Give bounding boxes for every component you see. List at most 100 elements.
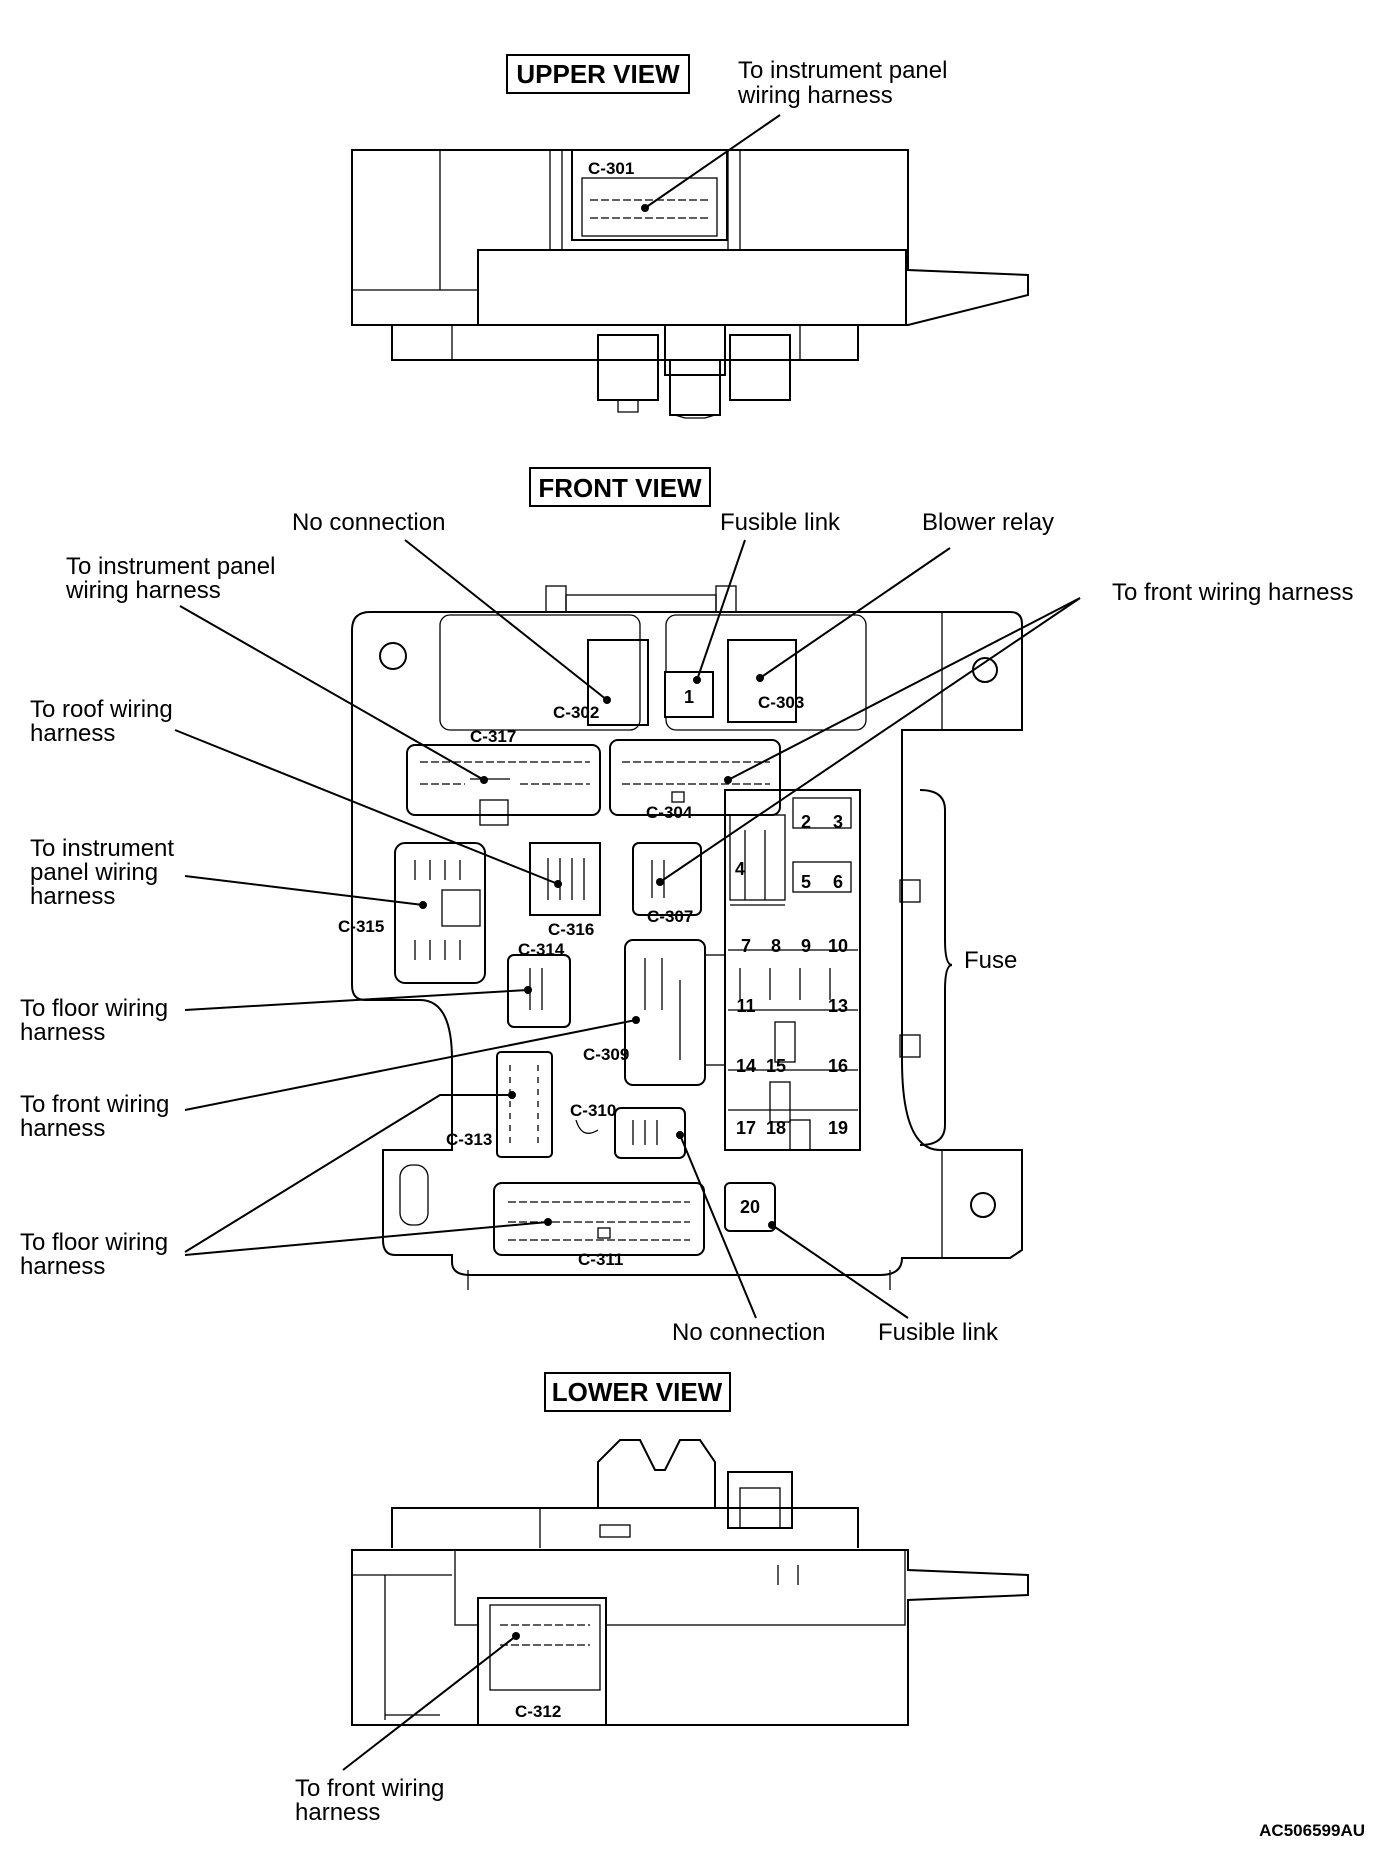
fusible-link-bottom-label: Fusible link: [878, 1319, 999, 1346]
front-harness-left-leader: [184, 1019, 637, 1111]
c316-connector: [529, 842, 601, 916]
fusible-link-top-leader: [696, 539, 746, 681]
ip-harness-mid-label-3: harness: [30, 883, 115, 910]
upper-view-title: UPPER VIEW: [516, 59, 680, 89]
blower-relay-label: Blower relay: [922, 509, 1054, 536]
roof-harness-leader: [174, 729, 559, 885]
fuse-11-label: 11: [736, 996, 755, 1016]
upper-ip-harness-label-1: To instrument panel: [738, 57, 947, 84]
fuse-13-label: 13: [828, 996, 848, 1016]
fuse-3-label: 3: [833, 812, 843, 832]
c301-pins: [590, 199, 710, 219]
lower-view-title-box: [544, 1372, 731, 1412]
roof-harness-label-2: harness: [30, 720, 115, 747]
c312-label: C-312: [515, 1702, 561, 1721]
c311-point: [544, 1218, 552, 1226]
c304-point: [724, 776, 732, 784]
fuse-9-label: 9: [801, 936, 811, 956]
c310-point: [676, 1131, 684, 1139]
lower-view: LOWER VIEW C-312 To front wiring harness: [295, 1372, 1029, 1826]
fusible-link-top-label: Fusible link: [720, 509, 841, 536]
no-connection-bottom-leader: [679, 1134, 757, 1319]
fuse-block: [724, 789, 953, 1232]
no-connection-bottom-label: No connection: [672, 1319, 825, 1346]
c315-label: C-315: [338, 917, 384, 936]
fuse-17-label: 17: [736, 1118, 756, 1138]
c313-connector: [496, 1051, 553, 1158]
c317-point: [480, 776, 488, 784]
fuse-6-label: 6: [833, 872, 843, 892]
blower-relay-leader: [759, 547, 951, 679]
front-view-title: FRONT VIEW: [538, 473, 702, 503]
c317-connector: [406, 744, 601, 826]
upper-view-title-box: [506, 54, 690, 94]
c301-point: [641, 204, 649, 212]
ip-harness-mid-label-2: panel wiring: [30, 859, 158, 886]
lower-view-housing: [351, 1439, 1029, 1726]
c302-point: [603, 696, 611, 704]
floor-harness-1-label-1: To floor wiring: [20, 995, 168, 1022]
fuse-20-point: [768, 1221, 776, 1229]
no-connection-top-label: No connection: [292, 509, 445, 536]
c309-point: [632, 1016, 640, 1024]
c302-socket: [587, 639, 649, 726]
fuse-7-label: 7: [741, 936, 751, 956]
c310-connector: [575, 1107, 686, 1159]
front-harness-right-leader-1: [727, 597, 1081, 781]
c307-label: C-307: [647, 907, 693, 926]
upper-ip-harness-label-2: wiring harness: [737, 82, 893, 109]
c314-label: C-314: [518, 940, 565, 959]
c303-point: [756, 674, 764, 682]
fuse-5-label: 5: [801, 872, 811, 892]
c312-point: [512, 1632, 520, 1640]
fuse-15-label: 15: [766, 1056, 786, 1076]
figure-code: AC506599AU: [1259, 1821, 1365, 1840]
front-view: FRONT VIEW No connection Fusible link Bl…: [20, 467, 1353, 1346]
fuse-19-label: 19: [828, 1118, 848, 1138]
lower-view-title: LOWER VIEW: [552, 1377, 723, 1407]
fuse-18-label: 18: [766, 1118, 786, 1138]
fuse-label: Fuse: [964, 947, 1017, 974]
c316-label: C-316: [548, 920, 594, 939]
c301-label: C-301: [588, 159, 634, 178]
upper-view: UPPER VIEW To instrument panel wiring ha…: [351, 54, 1029, 419]
c307-connector: [632, 842, 702, 916]
fuse-1-label: 1: [684, 687, 694, 707]
lower-front-harness-label-1: To front wiring: [295, 1775, 444, 1802]
c315-connector: [394, 842, 486, 984]
ip-harness-mid-label-1: To instrument: [30, 835, 174, 862]
fuse-4-label: 4: [735, 859, 745, 879]
c304-connector: [609, 739, 781, 816]
c309-label: C-309: [583, 1045, 629, 1064]
lower-front-harness-leader: [342, 1635, 517, 1771]
fuse-14-label: 14: [736, 1056, 756, 1076]
fuse-1-point: [693, 676, 701, 684]
front-harness-left-label-1: To front wiring: [20, 1091, 169, 1118]
fuse-8-label: 8: [771, 936, 781, 956]
c313-point: [508, 1091, 516, 1099]
front-view-housing: [351, 585, 1023, 1290]
fuse-16-label: 16: [828, 1056, 848, 1076]
c303-relay: [727, 639, 797, 723]
upper-view-housing: [351, 149, 1029, 419]
roof-harness-label-1: To roof wiring: [30, 696, 173, 723]
ip-harness-mid-leader: [184, 875, 424, 906]
c307-point: [656, 878, 664, 886]
front-harness-right-label: To front wiring harness: [1112, 579, 1353, 606]
c315-point: [419, 901, 427, 909]
floor-harness-1-leader: [184, 989, 529, 1011]
c311-connector: [493, 1182, 705, 1256]
floor-harness-2-label-1: To floor wiring: [20, 1229, 168, 1256]
no-connection-top-leader: [404, 539, 608, 701]
floor-harness-2-label-2: harness: [20, 1253, 105, 1280]
fusible-link-bottom-leader: [771, 1224, 909, 1319]
upper-ip-harness-leader: [644, 114, 781, 209]
fuse-1: [664, 671, 714, 718]
front-harness-left-label-2: harness: [20, 1115, 105, 1142]
c311-label: C-311: [578, 1250, 623, 1269]
fuse-2-label: 2: [801, 812, 811, 832]
floor-harness-2-leader-1: [184, 1094, 512, 1253]
ip-harness-left-label-2: wiring harness: [65, 577, 221, 604]
fuse-20-box: [724, 1182, 776, 1232]
c303-label: C-303: [758, 693, 804, 712]
